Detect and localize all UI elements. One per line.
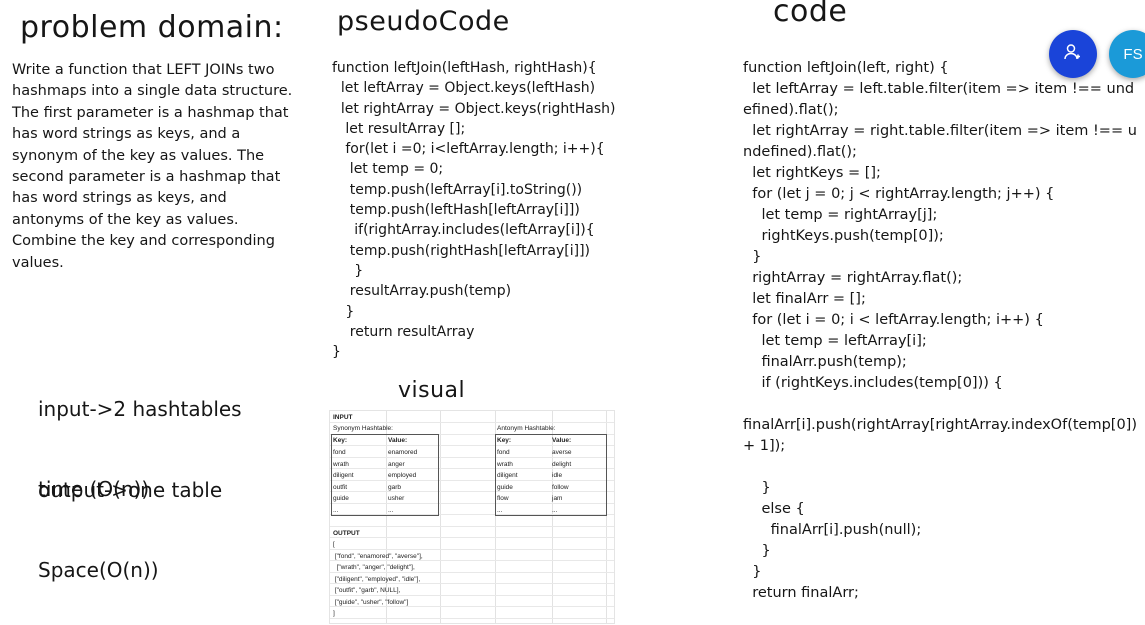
table-key-cell: fond — [497, 449, 510, 456]
visual-heading: visual — [398, 378, 466, 403]
grid-line — [330, 571, 614, 573]
grid-line — [330, 491, 614, 492]
pseudocode-line: return resultArray — [332, 323, 475, 340]
table-value-cell: jam — [552, 495, 563, 502]
pseudocode-heading: pseudoCode — [337, 6, 510, 37]
grid-line — [330, 548, 614, 550]
grid-line — [330, 617, 614, 619]
grid-line — [330, 514, 614, 515]
grid-line — [495, 411, 496, 623]
table-value-cell: delight — [552, 460, 572, 468]
code-heading: code — [773, 0, 848, 29]
grid-line — [606, 411, 607, 623]
pseudocode-line: if(rightArray.includes(leftArray[i]){ — [332, 222, 595, 239]
table-value-cell: enamored — [388, 449, 418, 456]
pseudocode-line: let resultArray []; — [332, 120, 466, 137]
output-line: ["fond", "enamored", "averse"], — [333, 552, 423, 560]
table-value-cell: usher — [388, 495, 405, 502]
pseudocode-line: } — [332, 303, 355, 320]
code-block: function leftJoin(left, right) { let lef… — [743, 60, 1137, 601]
synonym-key-header: Key: — [333, 437, 348, 444]
visual-table-image: INPUT Synonym Hashtable: Antonym Hashtab… — [329, 410, 615, 624]
pseudocode-line: for(let i =0; i<leftArray.length; i++){ — [332, 141, 605, 158]
complexity-summary: time (O(n)) Space(O(n)) — [38, 422, 159, 611]
table-key-cell: guide — [497, 483, 513, 491]
pseudocode-block: function leftJoin(leftHash, rightHash){ … — [332, 58, 616, 362]
pseudocode-line: let rightArray = Object.keys(rightHash) — [332, 100, 616, 117]
avatar-initials: FS — [1123, 45, 1143, 63]
problem-description: Write a function that LEFT JOINs two has… — [12, 62, 293, 271]
table-key-cell: wrath — [497, 460, 513, 468]
grid-line — [330, 502, 614, 504]
pseudocode-line: let leftArray = Object.keys(leftHash) — [332, 80, 596, 97]
grid-line — [440, 411, 441, 623]
table-key-cell: fond — [333, 449, 346, 456]
output-line: ["diligent", "employed", "idle"], — [333, 575, 421, 583]
time-complexity: time (O(n)) — [38, 477, 150, 501]
grid-line — [552, 411, 553, 623]
antonym-key-header: Key: — [497, 437, 512, 444]
output-line: ["guide", "usher", "follow"] — [333, 598, 409, 606]
antonym-value-header: Value: — [552, 437, 572, 444]
table-value-cell: ... — [388, 506, 394, 514]
table-value-cell: ... — [552, 506, 558, 514]
visual-output-label: OUTPUT — [333, 530, 360, 537]
grid-line — [330, 525, 614, 527]
grid-line — [330, 468, 614, 469]
space-complexity: Space(O(n)) — [38, 558, 159, 582]
visual-grid — [330, 411, 614, 623]
grid-line — [330, 594, 614, 596]
pseudocode-line: temp.push(leftArray[i].toString()) — [332, 181, 583, 198]
grid-line — [330, 537, 614, 538]
table-key-cell: flow — [497, 495, 509, 502]
add-user-button[interactable] — [1049, 30, 1097, 78]
grid-line — [330, 422, 614, 423]
table-key-cell: wrath — [333, 460, 349, 468]
output-line: ["outfit", "garb", NULL], — [333, 587, 401, 594]
antonym-table-border — [495, 434, 607, 516]
pseudocode-line: temp.push(leftHash[leftArray[i]]) — [332, 202, 580, 219]
synonym-table-border — [331, 434, 439, 516]
grid-line — [330, 445, 614, 446]
io-input-text: input->2 hashtables — [38, 397, 242, 421]
pseudocode-line: resultArray.push(temp) — [332, 283, 512, 300]
problem-domain-heading: problem domain: — [20, 10, 284, 45]
visual-input-label: INPUT — [333, 414, 353, 421]
table-value-cell: anger — [388, 460, 405, 468]
output-line: [ — [333, 541, 335, 548]
table-value-cell: employed — [388, 472, 417, 479]
synonym-value-header: Value: — [388, 437, 408, 444]
grid-line — [330, 433, 614, 435]
grid-line — [330, 583, 614, 584]
table-key-cell: ... — [497, 506, 503, 514]
pseudocode-line: let temp = 0; — [332, 161, 444, 178]
user-avatar-button[interactable]: FS — [1109, 30, 1145, 78]
pseudocode-line: function leftJoin(leftHash, rightHash){ — [332, 60, 597, 76]
pseudocode-line: temp.push(rightHash[leftArray[i]]) — [332, 242, 591, 259]
grid-line — [330, 479, 614, 481]
grid-line — [330, 606, 614, 607]
table-key-cell: ... — [333, 506, 339, 514]
table-key-cell: diligent — [333, 472, 354, 479]
table-value-cell: garb — [388, 483, 402, 491]
grid-line — [330, 456, 614, 458]
io-output-text: output->one table — [38, 478, 223, 502]
table-value-cell: averse — [552, 449, 572, 456]
output-line: ["wrath", "anger", "delight"], — [333, 564, 415, 571]
output-line: ] — [333, 610, 335, 617]
grid-line — [330, 560, 614, 561]
pseudocode-line: } — [332, 262, 364, 279]
table-key-cell: diligent — [497, 472, 518, 479]
io-summary: input->2 hashtables output->one table — [38, 342, 242, 531]
table-value-cell: idle — [552, 472, 563, 479]
table-value-cell: follow — [552, 483, 569, 491]
antonym-table-title: Antonym Hashtable: — [497, 425, 556, 432]
add-user-icon — [1063, 42, 1083, 66]
grid-line — [386, 411, 387, 623]
synonym-table-title: Synonym Hashtable: — [333, 425, 393, 432]
pseudocode-line: } — [332, 344, 341, 361]
table-key-cell: outfit — [333, 483, 348, 491]
table-key-cell: guide — [333, 495, 349, 502]
